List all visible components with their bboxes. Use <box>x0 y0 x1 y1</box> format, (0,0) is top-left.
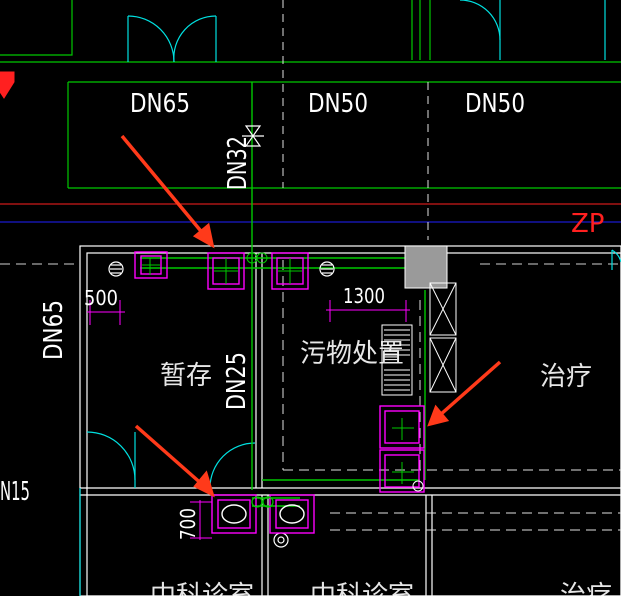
top-room-walls <box>0 0 621 189</box>
labels: DN65 DN50 DN50 DN32 ZP DN65 DN25 N15 500… <box>0 89 612 596</box>
bottom-pipe-joints <box>251 496 274 508</box>
top-sink-right <box>271 252 309 290</box>
room-bottom-right: 治疗 <box>560 581 612 596</box>
dimension-700: 700 <box>176 508 200 540</box>
pipe-label-dn65-top: DN65 <box>130 89 190 119</box>
pipe-label-dn50-right: DN50 <box>465 89 525 119</box>
drain-bottom <box>273 532 289 548</box>
room-storage: 暂存 <box>160 361 212 391</box>
room-treatment: 治疗 <box>540 362 592 392</box>
drain-right <box>319 261 335 277</box>
room-bottom-left: 中科诊室 <box>150 581 254 596</box>
pipe-label-dn65-left: DN65 <box>39 300 69 360</box>
room-doors <box>79 249 621 596</box>
arrow-right <box>438 360 502 417</box>
valve-icon <box>242 125 264 147</box>
top-doors <box>127 0 606 63</box>
room-dirt-disposal: 污物处置 <box>300 339 404 369</box>
pipe-label-dn32: DN32 <box>223 136 253 190</box>
disposal-grates <box>381 324 413 396</box>
arrow-bottom <box>134 424 206 488</box>
dimension-lines <box>87 300 410 540</box>
dimension-500: 500 <box>84 286 118 310</box>
cabinet-stacks <box>429 282 457 393</box>
pipe-label-dn25: DN25 <box>222 352 252 410</box>
dimension-1300: 1300 <box>343 284 385 308</box>
arrow-top <box>120 134 207 238</box>
pipe-label-dn15: N15 <box>0 477 30 507</box>
bottom-sinks <box>211 494 315 534</box>
room-bottom-mid: 中科诊室 <box>310 581 414 596</box>
column-box <box>404 245 448 289</box>
disposal-sinks <box>379 405 425 493</box>
water-pipes <box>140 82 426 507</box>
top-sink-left <box>134 251 168 279</box>
axis-label-zp: ZP <box>571 209 605 239</box>
top-floor-drain <box>207 252 245 290</box>
main-room-walls <box>79 245 621 596</box>
drain-left <box>108 261 124 277</box>
disposal-sink-crosshairs <box>392 418 424 492</box>
pipe-label-dn50-mid: DN50 <box>308 89 368 119</box>
room-dashed-lines <box>282 260 621 531</box>
fixture-crosshairs <box>142 252 302 284</box>
red-marker-icon <box>0 71 15 99</box>
annotation-arrows <box>120 134 502 498</box>
axis-lines <box>0 203 621 265</box>
